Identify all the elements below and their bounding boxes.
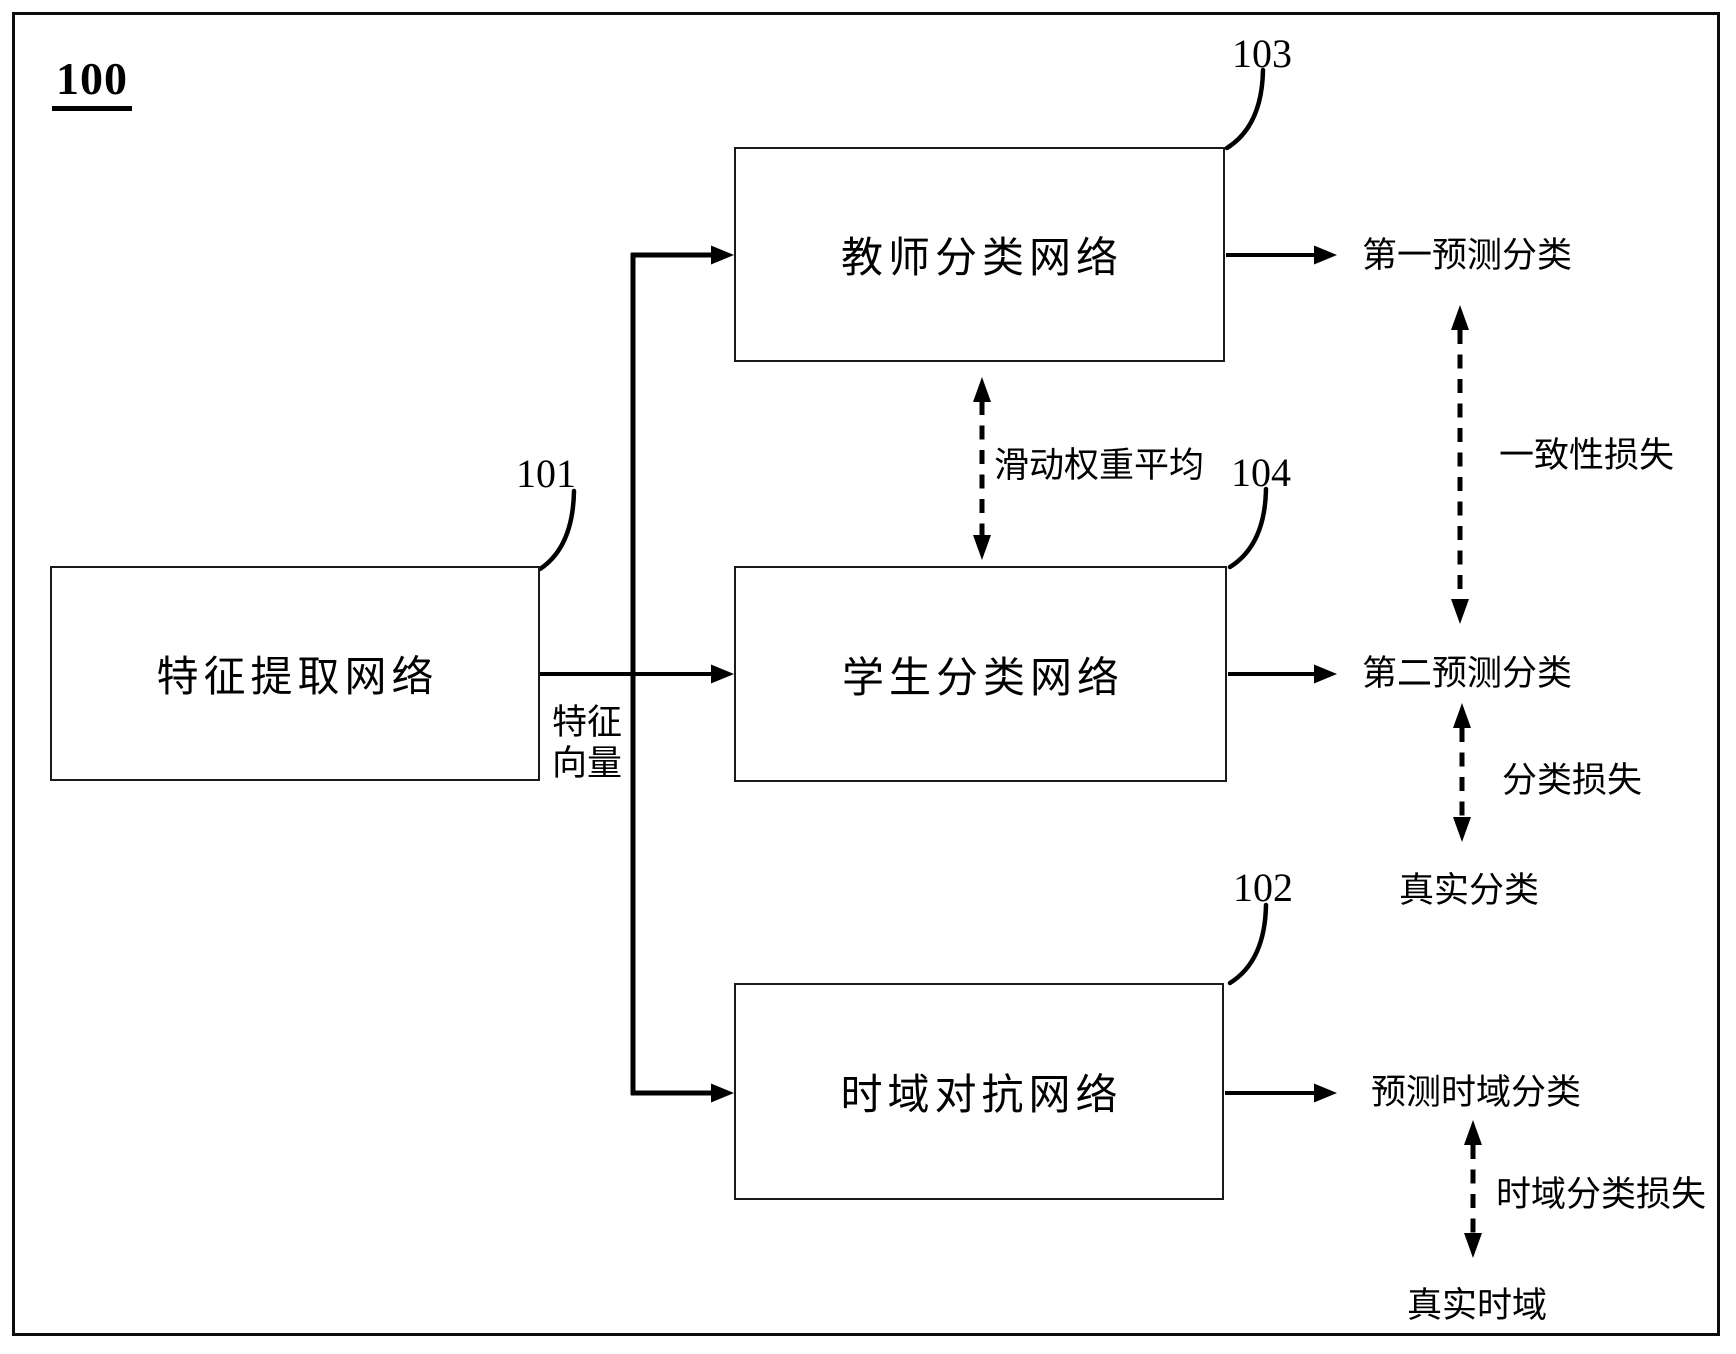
dashed-arrow-domain-head-bottom — [1464, 1233, 1482, 1258]
arrowhead-first-pred — [1314, 245, 1337, 265]
leader-curve-102 — [1227, 902, 1269, 986]
node-feature-extraction-network: 特征提取网络 — [50, 566, 540, 781]
label-moving-weight-average: 滑动权重平均 — [994, 446, 1205, 485]
leader-curve-104 — [1227, 486, 1269, 570]
leader-curve-103 — [1224, 67, 1266, 151]
dashed-arrow-moving-avg-head-top — [973, 377, 991, 402]
node-student-classification-network: 学生分类网络 — [734, 566, 1227, 782]
arrowhead-into-adversarial — [711, 1083, 734, 1103]
dashed-arrow-consistency-head-bottom — [1451, 599, 1469, 624]
node-student-classification-label: 学生分类网络 — [841, 655, 1124, 702]
label-predicted-domain-classification: 预测时域分类 — [1371, 1073, 1582, 1112]
label-feature-vector: 特征向量 — [552, 703, 623, 783]
node-feature-extraction-label: 特征提取网络 — [156, 655, 439, 701]
node-teacher-classification-label: 教师分类网络 — [840, 236, 1123, 282]
figure-number: 100 — [52, 52, 132, 111]
dashed-arrow-consistency-head-top — [1451, 305, 1469, 330]
dashed-arrow-classification-head-top — [1453, 703, 1471, 728]
figure-border — [12, 12, 1720, 1336]
label-first-predicted-classification: 第一预测分类 — [1362, 236, 1573, 275]
arrowhead-second-pred — [1314, 664, 1337, 684]
ref-numeral-104: 104 — [1231, 450, 1291, 495]
label-second-predicted-classification: 第二预测分类 — [1362, 654, 1573, 693]
node-teacher-classification-network: 教师分类网络 — [734, 147, 1225, 362]
label-classification-loss: 分类损失 — [1502, 761, 1643, 800]
arrowhead-into-teacher — [711, 245, 734, 265]
label-true-classification: 真实分类 — [1399, 871, 1540, 910]
ref-numeral-102: 102 — [1233, 865, 1293, 910]
arrowhead-into-student — [711, 664, 734, 684]
dashed-arrow-moving-avg-head-bottom — [973, 535, 991, 560]
dashed-arrow-classification-head-bottom — [1453, 817, 1471, 842]
arrowhead-domain-pred — [1314, 1083, 1337, 1103]
dashed-arrow-domain-head-top — [1464, 1120, 1482, 1145]
label-consistency-loss: 一致性损失 — [1499, 436, 1675, 475]
leader-curve-101 — [537, 488, 577, 572]
node-domain-adversarial-network: 时域对抗网络 — [734, 983, 1224, 1200]
label-true-domain: 真实时域 — [1407, 1286, 1548, 1325]
ref-numeral-101: 101 — [516, 451, 576, 496]
label-domain-classification-loss: 时域分类损失 — [1496, 1175, 1707, 1214]
node-domain-adversarial-label: 时域对抗网络 — [840, 1073, 1123, 1119]
ref-numeral-103: 103 — [1232, 31, 1292, 76]
